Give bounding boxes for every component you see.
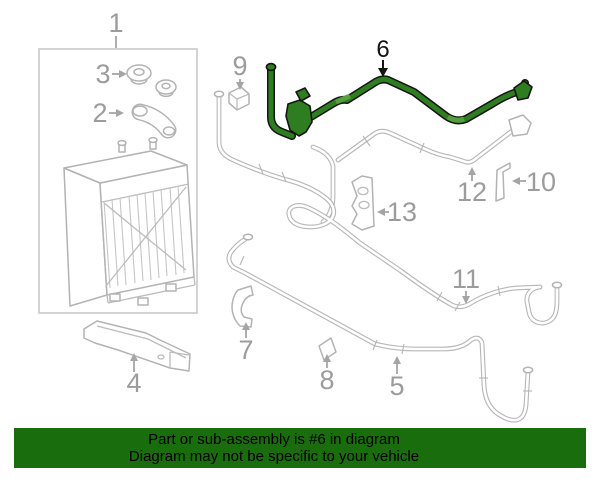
bracket-part-10 — [495, 162, 511, 202]
notice-line-1: Part or sub-assembly is #6 in diagram — [148, 431, 400, 448]
callout-3: 3 — [95, 59, 127, 89]
callout-7: 7 — [238, 322, 254, 365]
notice-line-2: Diagram may not be specific to your vehi… — [128, 448, 420, 465]
notice-banner: Part or sub-assembly is #6 in diagram Di… — [14, 428, 586, 468]
callout-5-label: 5 — [389, 371, 404, 401]
bracket-part-2 — [131, 103, 177, 139]
callout-10: 10 — [512, 167, 556, 197]
support-bar-part-4 — [83, 320, 191, 372]
callout-12: 12 — [457, 167, 487, 207]
hose-part-11 — [213, 90, 563, 326]
bracket-part-13 — [351, 175, 375, 231]
callout-2: 2 — [92, 98, 124, 128]
grommet-unlabeled — [155, 79, 177, 98]
callout-7-label: 7 — [238, 335, 253, 365]
bracket-part-7 — [231, 285, 254, 328]
callout-8: 8 — [319, 354, 335, 395]
callout-4: 4 — [126, 353, 142, 398]
callout-9: 9 — [232, 51, 248, 90]
callout-11: 11 — [452, 264, 480, 304]
callout-10-label: 10 — [526, 167, 556, 197]
callout-9-label: 9 — [232, 51, 247, 81]
parts-diagram-illustration: 1 3 2 4 9 6 12 10 13 11 — [38, 8, 563, 423]
radiator — [63, 136, 196, 307]
highlighted-hose-part-6 — [265, 62, 533, 140]
callout-3-label: 3 — [95, 59, 110, 89]
callout-1-label: 1 — [108, 8, 123, 38]
hose-part-5 — [226, 233, 534, 423]
callout-8-label: 8 — [319, 365, 334, 395]
clip-part-8 — [318, 337, 337, 361]
callout-1: 1 — [108, 8, 124, 48]
callout-11-label: 11 — [452, 264, 480, 294]
callout-5: 5 — [389, 356, 405, 401]
grommet-part-3 — [126, 64, 152, 85]
callout-13-label: 13 — [387, 197, 417, 227]
callout-12-label: 12 — [457, 177, 487, 207]
callout-2-label: 2 — [92, 98, 107, 128]
hose-stub — [310, 144, 336, 225]
callout-13: 13 — [377, 197, 417, 227]
callout-6-label: 6 — [376, 36, 389, 63]
callout-4-label: 4 — [126, 368, 141, 398]
hose-part-12 — [335, 114, 532, 165]
clip-part-9 — [228, 86, 250, 111]
callout-6-highlighted: 6 — [376, 36, 390, 77]
